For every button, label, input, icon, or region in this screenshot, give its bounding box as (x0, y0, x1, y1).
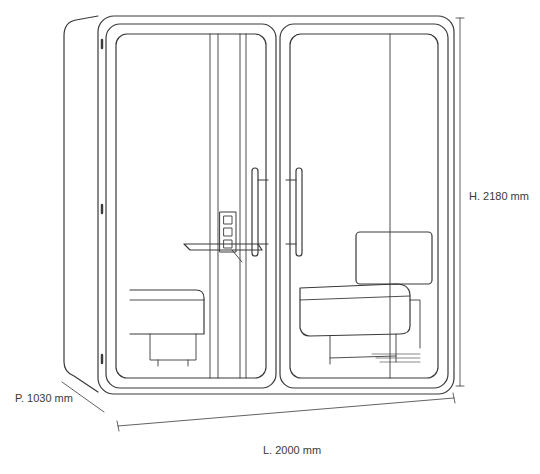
length-dimension: L. 2000 mm (262, 444, 322, 457)
interior-post (218, 34, 219, 378)
dimension-tick (456, 18, 464, 19)
hinge (101, 355, 103, 363)
door-handle (296, 168, 302, 256)
seat-edge (300, 296, 410, 300)
length-dimension-line (118, 398, 454, 426)
interior-post (246, 34, 247, 378)
dimension-tick (117, 421, 119, 431)
control-button (224, 228, 232, 236)
door-glass (290, 34, 438, 378)
control-panel (220, 212, 236, 252)
chair-backrest (356, 232, 432, 284)
handle-mount (258, 243, 268, 244)
floor-vent (372, 354, 420, 362)
seat-legs (150, 334, 196, 366)
depth-dimension: P. 1030 mm (14, 392, 74, 405)
interior-post (390, 34, 391, 378)
handle-mount (286, 179, 296, 180)
interior-post (240, 34, 241, 378)
control-button (224, 216, 232, 224)
dimension-tick (453, 393, 455, 403)
seat (130, 290, 204, 334)
chair-legs (330, 300, 420, 364)
door (280, 24, 448, 388)
door (106, 24, 276, 388)
chair-seat (300, 284, 410, 336)
door-handle (252, 168, 258, 256)
height-dimension: H. 2180 mm (468, 190, 530, 203)
shelf-bracket (232, 250, 242, 262)
interior-post (210, 34, 211, 378)
hinge (101, 205, 103, 213)
handle-mount (258, 179, 268, 180)
desk-shelf (184, 244, 262, 250)
seat-edge (130, 300, 204, 301)
handle-mount (286, 243, 296, 244)
door-glass (116, 34, 266, 378)
side-panel (64, 16, 98, 392)
hinge (101, 40, 103, 48)
front-frame (98, 16, 454, 394)
dimension-tick (456, 386, 464, 387)
height-dimension-line (460, 18, 461, 386)
